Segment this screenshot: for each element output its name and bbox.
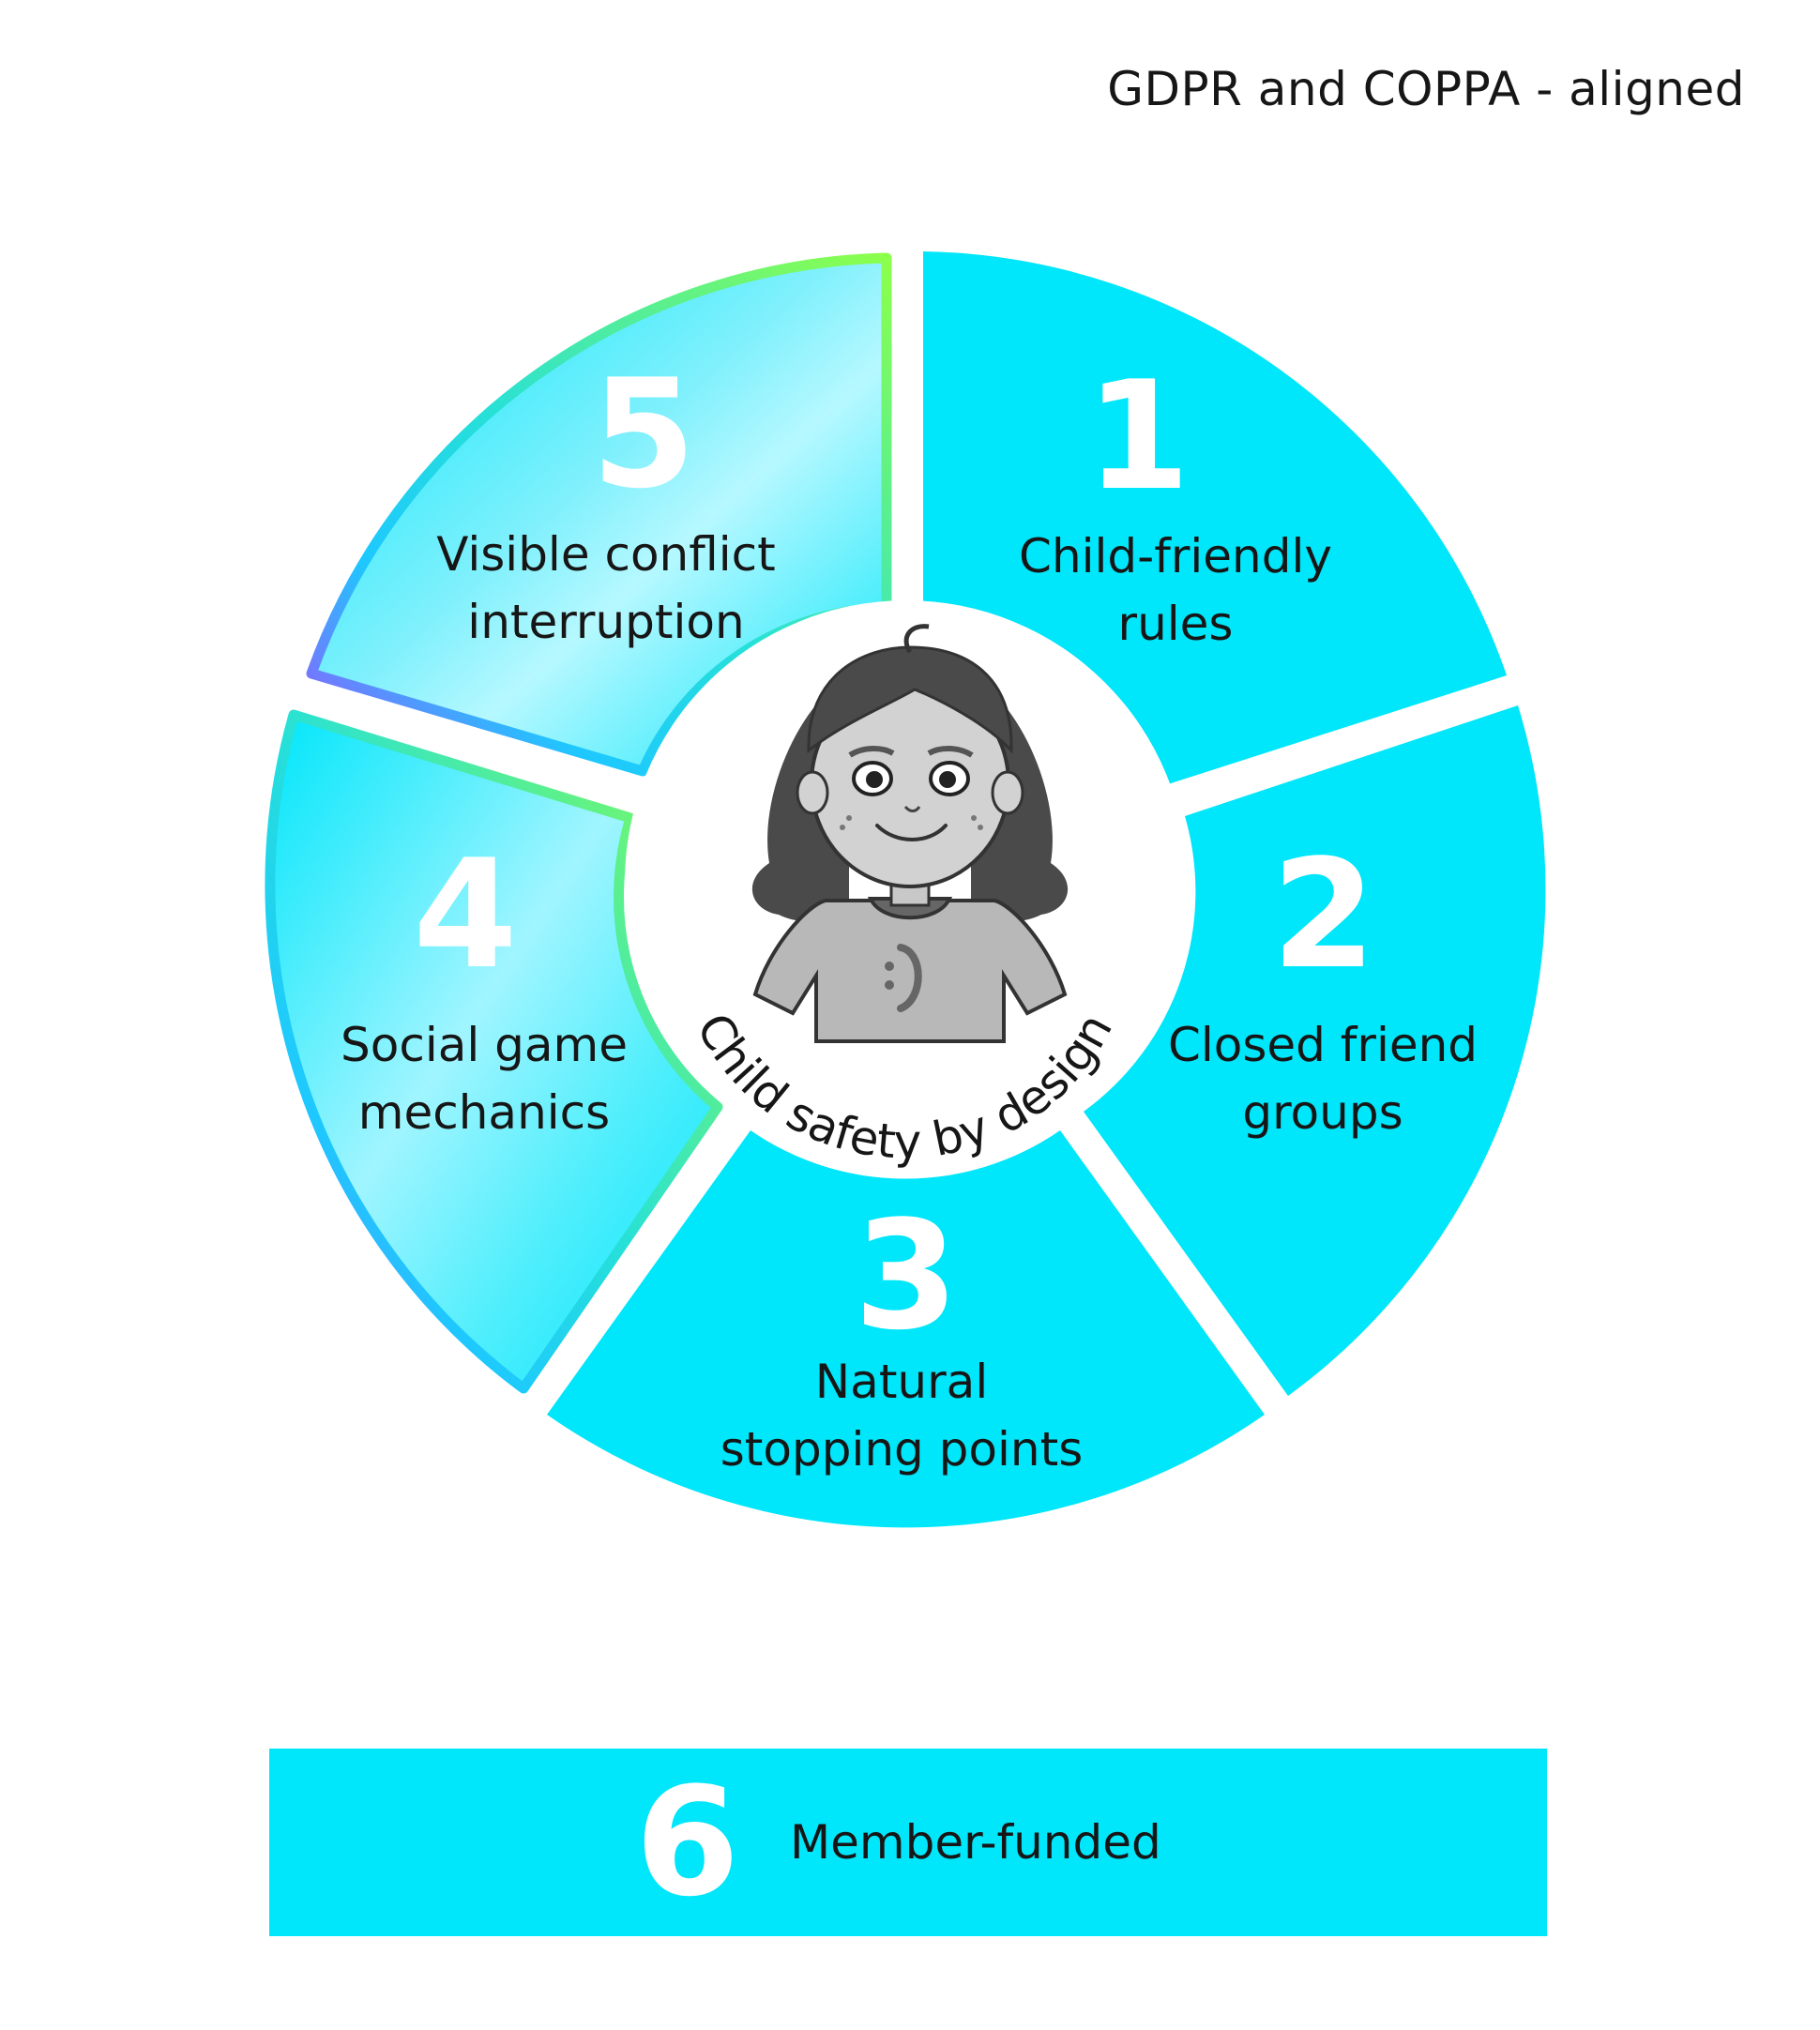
segment-2-number: 2 (1271, 826, 1375, 1002)
segment-3 (547, 1130, 1265, 1528)
banner-label: Member-funded (790, 1815, 1161, 1870)
segment-3-text: 3 Natural stopping points (720, 1188, 1084, 1477)
segment-1-text: 1 Child-friendly rules (1019, 348, 1332, 651)
segment-3-label-line1: Natural (815, 1355, 988, 1409)
segment-4-number: 4 (413, 826, 517, 1002)
segment-5 (306, 252, 892, 777)
segment-5-number: 5 (591, 346, 695, 522)
segment-5-label-line2: interruption (467, 595, 744, 649)
segment-1-label-line1: Child-friendly (1019, 529, 1332, 583)
segment-3-number: 3 (854, 1188, 958, 1363)
member-funded-banner: 6 Member-funded (269, 1749, 1547, 1936)
segment-5-label-line1: Visible conflict (436, 527, 775, 582)
segment-4-text: 4 Social game mechanics (341, 826, 628, 1140)
segment-4-label-line1: Social game (341, 1018, 628, 1072)
segment-4-label-line2: mechanics (358, 1085, 610, 1140)
segment-4 (265, 709, 723, 1394)
banner-number: 6 (635, 1754, 740, 1930)
segment-2-label-line2: groups (1242, 1085, 1403, 1140)
compliance-note: GDPR and COPPA - aligned (1107, 62, 1745, 116)
segment-5-text: 5 Visible conflict interruption (436, 346, 775, 649)
safety-wheel-diagram: Child safety by design 1 Child-friendly … (265, 251, 1546, 1528)
segment-3-label-line2: stopping points (720, 1422, 1084, 1477)
segment-2-label-line1: Closed friend (1168, 1018, 1478, 1072)
segment-1-label-line2: rules (1118, 597, 1234, 651)
segment-2-text: 2 Closed friend groups (1168, 826, 1478, 1140)
segment-1-number: 1 (1085, 348, 1190, 523)
segment-2 (1084, 705, 1546, 1396)
segment-1 (923, 251, 1507, 784)
girl-illustration (751, 624, 1069, 1043)
